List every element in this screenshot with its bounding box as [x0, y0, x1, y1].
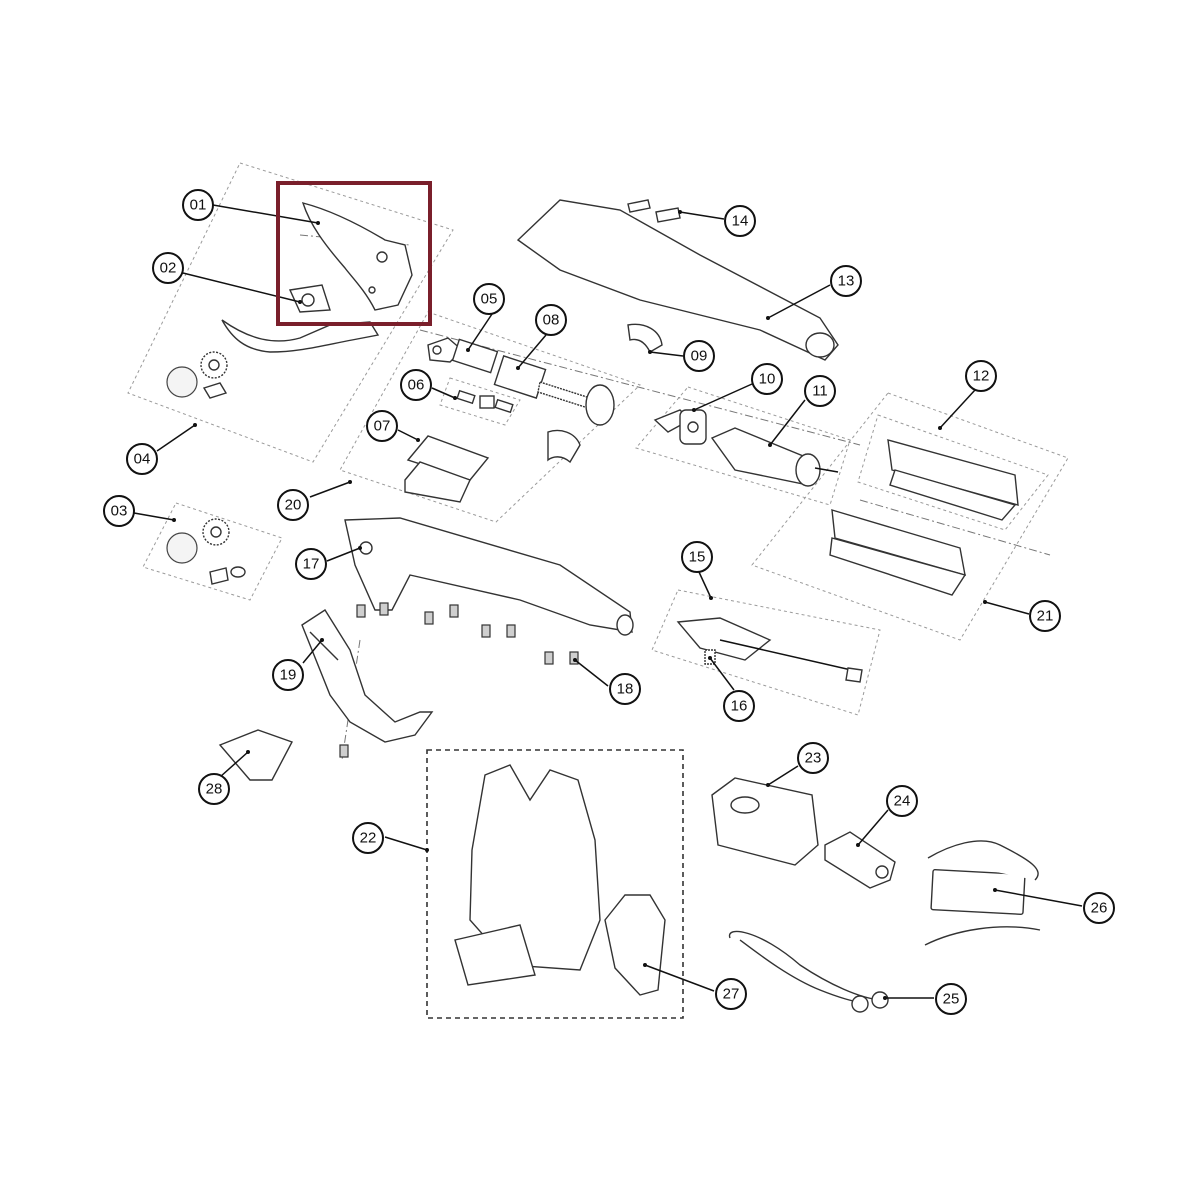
callout-label: 24	[894, 793, 911, 810]
callout-label: 07	[374, 418, 391, 435]
part-coupling-10	[653, 409, 707, 445]
callout-label: 09	[691, 348, 708, 365]
group-12-outline	[857, 414, 1049, 531]
part-cap-28	[218, 729, 293, 781]
callout-label: 17	[303, 556, 320, 573]
callout-14[interactable]: 14	[724, 205, 756, 237]
callout-26[interactable]: 26	[1083, 892, 1115, 924]
callout-label: 15	[689, 549, 706, 566]
group-04-outline	[127, 162, 454, 463]
part-gear-set-04	[166, 351, 228, 399]
group-06-outline	[439, 377, 521, 426]
callout-18[interactable]: 18	[609, 673, 641, 705]
part-motor-11	[710, 427, 839, 487]
callout-10[interactable]: 10	[751, 363, 783, 395]
assembly-axis-upper	[419, 329, 861, 446]
part-electronics-21	[829, 509, 967, 596]
leader-dots	[172, 210, 997, 1000]
callout-label: 27	[723, 986, 740, 1003]
part-holster-27	[604, 894, 666, 996]
callout-12[interactable]: 12	[965, 360, 997, 392]
callout-label: 03	[111, 503, 128, 520]
callout-07[interactable]: 07	[366, 410, 398, 442]
callout-27[interactable]: 27	[715, 978, 747, 1010]
part-adapter-24	[824, 831, 896, 889]
part-guard-19	[301, 609, 434, 743]
callout-20[interactable]: 20	[277, 489, 309, 521]
callout-label: 05	[481, 291, 498, 308]
callout-06[interactable]: 06	[400, 369, 432, 401]
part-battery-23	[711, 777, 819, 866]
group-03-outline	[142, 502, 283, 601]
kit-22-outline	[426, 749, 684, 1019]
callout-label: 23	[805, 750, 822, 767]
callout-label: 08	[543, 312, 560, 329]
callout-label: 19	[280, 667, 297, 684]
callout-label: 01	[190, 197, 207, 214]
callout-label: 13	[838, 273, 855, 290]
callout-28[interactable]: 28	[198, 773, 230, 805]
callout-label: 02	[160, 260, 177, 277]
callout-label: 20	[285, 497, 302, 514]
part-cable-25	[728, 930, 889, 1013]
callout-19[interactable]: 19	[272, 659, 304, 691]
part-charger-26	[924, 840, 1041, 946]
part-trigger-15	[676, 617, 863, 683]
part-body-shell-17	[344, 517, 634, 636]
callout-label: 10	[759, 371, 776, 388]
callout-03[interactable]: 03	[103, 495, 135, 527]
callout-04[interactable]: 04	[126, 443, 158, 475]
callout-25[interactable]: 25	[935, 983, 967, 1015]
callout-15[interactable]: 15	[681, 541, 713, 573]
assembly-axis-right	[859, 499, 1051, 556]
callout-label: 04	[134, 451, 151, 468]
part-01-highlight-box	[276, 181, 432, 326]
part-small-parts-06	[456, 389, 514, 414]
callout-01[interactable]: 01	[182, 189, 214, 221]
callout-13[interactable]: 13	[830, 265, 862, 297]
part-lower-blade	[221, 284, 380, 353]
callout-label: 25	[943, 991, 960, 1008]
callout-05[interactable]: 05	[473, 283, 505, 315]
part-electronics-12	[887, 439, 1019, 521]
part-screw-shaft-08	[493, 355, 615, 426]
callout-02[interactable]: 02	[152, 252, 184, 284]
callout-label: 21	[1037, 608, 1054, 625]
callout-label: 28	[206, 781, 223, 798]
callout-11[interactable]: 11	[804, 375, 836, 407]
callout-17[interactable]: 17	[295, 548, 327, 580]
part-screws-14	[627, 199, 681, 223]
part-cam-05	[427, 337, 499, 374]
callout-label: 14	[732, 213, 749, 230]
group-20-outline	[339, 311, 641, 523]
part-harness-vest-22	[454, 764, 601, 986]
callout-09[interactable]: 09	[683, 340, 715, 372]
callout-label: 16	[731, 698, 748, 715]
callout-label: 26	[1091, 900, 1108, 917]
callout-23[interactable]: 23	[797, 742, 829, 774]
part-bracket-07	[404, 435, 490, 503]
part-upper-blade	[301, 202, 413, 311]
leader-lines	[133, 204, 1083, 999]
group-21-outline	[751, 392, 1069, 641]
callout-22[interactable]: 22	[352, 822, 384, 854]
callout-24[interactable]: 24	[886, 785, 918, 817]
callout-21[interactable]: 21	[1029, 600, 1061, 632]
callout-label: 18	[617, 681, 634, 698]
callout-label: 22	[360, 830, 377, 847]
callout-16[interactable]: 16	[723, 690, 755, 722]
part-body-shell-13	[516, 199, 839, 361]
callout-label: 12	[973, 368, 990, 385]
callout-label: 06	[408, 377, 425, 394]
callout-08[interactable]: 08	[535, 304, 567, 336]
callout-label: 11	[812, 383, 828, 400]
part-gear-set-03	[166, 518, 246, 585]
group-15-outline	[651, 589, 881, 716]
part-screws-18	[339, 602, 579, 758]
